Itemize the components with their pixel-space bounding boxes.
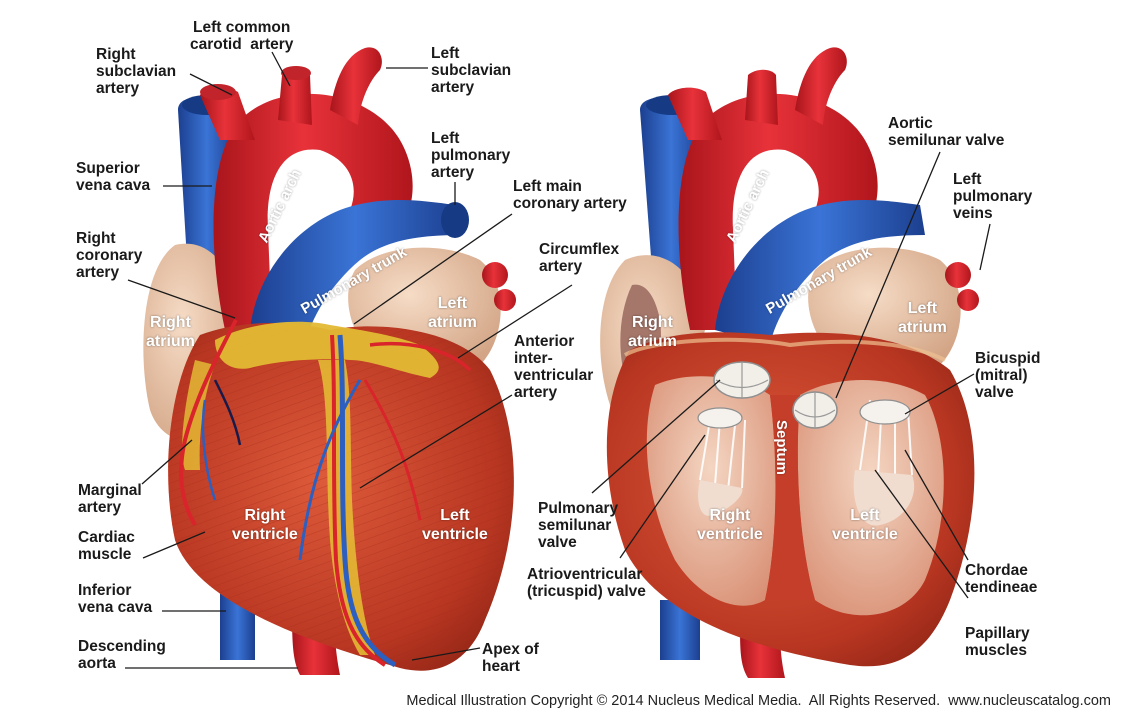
- left-ventricle-label-right: Left ventricle: [832, 507, 898, 543]
- left-heart: [143, 47, 516, 675]
- left-atrium-label-right: Left atrium: [898, 300, 947, 336]
- atrioventricular-tricuspid-valve-label: Atrioventricular (tricuspid) valve: [527, 566, 646, 600]
- aortic-valve-shape: [792, 391, 838, 429]
- aortic-arch-shape: [213, 93, 413, 330]
- right-coronary-vessels: [179, 319, 238, 527]
- chordae-tendineae-label: Chordae tendineae: [965, 562, 1038, 596]
- fat-deposits: [215, 321, 439, 378]
- circumflex-vessels: [369, 341, 472, 372]
- septum-shape: [765, 395, 815, 600]
- pulmonary-semilunar-valve-label: Pulmonary semilunar valve: [538, 500, 619, 551]
- left-common-carotid-artery-label: Left common carotid artery: [190, 19, 294, 53]
- circumflex-artery-label: Circumflex artery: [539, 241, 620, 275]
- right-atrium-label-right: Right atrium: [628, 314, 677, 350]
- right-ventricle-label-right: Right ventricle: [697, 507, 763, 543]
- left-subclavian-artery-label: Left subclavian artery: [431, 45, 512, 96]
- anterior-interventricular-vessels: [337, 334, 397, 668]
- right-coronary-artery-label: Right coronary artery: [76, 230, 143, 281]
- pulmonary-valve-shape: [713, 361, 771, 399]
- right-ventricle-label-left: Right ventricle: [232, 507, 298, 543]
- anterior-interventricular-artery-label: Anterior inter- ventricular artery: [514, 333, 594, 401]
- descending-aorta-label: Descending aorta: [78, 638, 166, 672]
- left-pulmonary-veins-label: Left pulmonary veins: [953, 171, 1033, 222]
- right-atrium-label-left: Right atrium: [146, 314, 195, 350]
- cardiac-muscle-label: Cardiac muscle: [78, 529, 135, 563]
- copyright-footer: Medical Illustration Copyright © 2014 Nu…: [406, 693, 1111, 709]
- papillary-muscles-label: Papillary muscles: [965, 625, 1030, 659]
- left-ventricle-label-left: Left ventricle: [422, 507, 488, 543]
- left-subclavian-branch: [330, 47, 382, 125]
- left-pulmonary-artery-label: Left pulmonary artery: [431, 130, 511, 181]
- bicuspid-mitral-valve-label: Bicuspid (mitral) valve: [975, 350, 1041, 401]
- marginal-artery-label: Marginal artery: [78, 482, 142, 516]
- right-heart: [600, 47, 979, 678]
- pulmonary-trunk-shape: [250, 200, 460, 345]
- left-atrium-label-left: Left atrium: [428, 295, 477, 331]
- apex-of-heart-label: Apex of heart: [482, 641, 539, 675]
- left-main-coronary-artery-label: Left main coronary artery: [513, 178, 627, 212]
- superior-vena-cava-label: Superior vena cava: [76, 160, 151, 194]
- septum-label: Septum: [773, 420, 790, 476]
- right-subclavian-artery-label: Right subclavian artery: [96, 46, 177, 97]
- left-common-carotid-branch: [278, 69, 312, 125]
- inferior-vena-cava-label: Inferior vena cava: [78, 582, 153, 616]
- right-subclavian-branch: [200, 87, 255, 140]
- leader-lines: [125, 51, 991, 669]
- aortic-semilunar-valve-label: Aortic semilunar valve: [888, 115, 1005, 149]
